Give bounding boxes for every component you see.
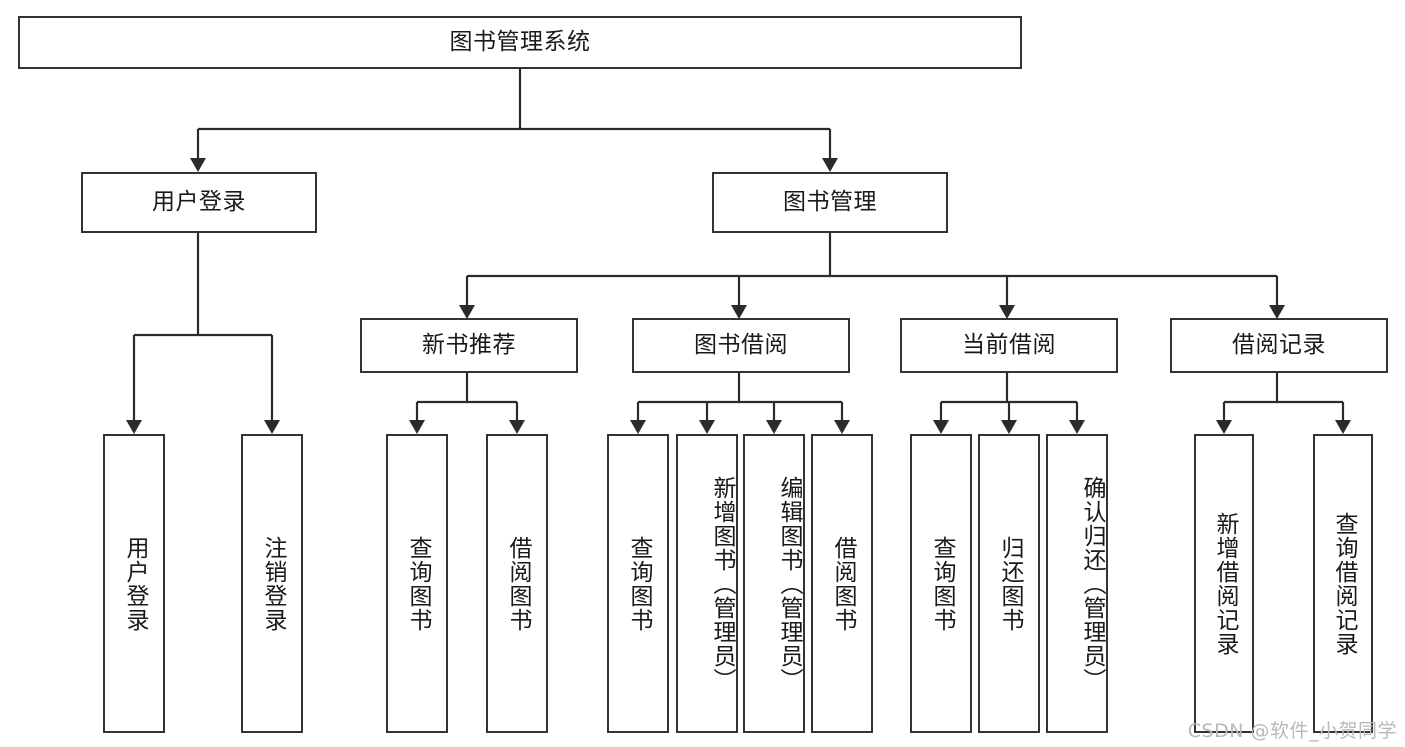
arrow-current-borrow-leaf-1: [1001, 420, 1017, 434]
node-leaf-query-borrow-record-label: 查询借阅记录: [1330, 511, 1357, 656]
arrow-new-book-leaf-1: [509, 420, 525, 434]
arrow-user-login-leaf-1: [264, 420, 280, 434]
node-user-login-label: 用户登录: [152, 189, 246, 216]
node-leaf-query-borrow-record[interactable]: 查询借阅记录: [1313, 434, 1373, 733]
node-leaf-query-book-3[interactable]: 查询图书: [910, 434, 972, 733]
node-root-label: 图书管理系统: [449, 29, 591, 56]
arrow-user-login-leaf-0: [126, 420, 142, 434]
arrow-root-to-user-login: [190, 158, 206, 172]
node-leaf-logout-login[interactable]: 注销登录: [241, 434, 303, 733]
arrow-book-manage-to-l3-3: [1269, 305, 1285, 319]
node-leaf-add-book-admin-label: 新增图书（管理员）: [709, 475, 735, 692]
node-leaf-query-book-1[interactable]: 查询图书: [386, 434, 448, 733]
node-leaf-borrow-book-1-label: 借阅图书: [504, 535, 531, 632]
node-leaf-return-book-label: 归还图书: [996, 535, 1023, 632]
node-current-borrow[interactable]: 当前借阅: [900, 318, 1118, 373]
node-borrow-record[interactable]: 借阅记录: [1170, 318, 1388, 373]
arrow-book-borrow-leaf-1: [699, 420, 715, 434]
node-leaf-query-book-3-label: 查询图书: [928, 535, 955, 632]
node-leaf-user-login[interactable]: 用户登录: [103, 434, 165, 733]
node-book-manage-label: 图书管理: [783, 189, 877, 216]
node-leaf-edit-book-admin-label: 编辑图书（管理员）: [776, 475, 802, 692]
arrow-borrow-record-leaf-1: [1335, 420, 1351, 434]
arrow-book-borrow-leaf-2: [766, 420, 782, 434]
arrow-book-borrow-leaf-3: [834, 420, 850, 434]
node-leaf-confirm-return-admin[interactable]: 确认归还（管理员）: [1046, 434, 1108, 733]
node-new-book-recommend[interactable]: 新书推荐: [360, 318, 578, 373]
node-leaf-add-book-admin[interactable]: 新增图书（管理员）: [676, 434, 738, 733]
node-book-borrow[interactable]: 图书借阅: [632, 318, 850, 373]
node-leaf-borrow-book-1[interactable]: 借阅图书: [486, 434, 548, 733]
node-new-book-recommend-label: 新书推荐: [422, 332, 516, 359]
node-book-borrow-label: 图书借阅: [694, 332, 788, 359]
node-user-login[interactable]: 用户登录: [81, 172, 317, 233]
node-current-borrow-label: 当前借阅: [962, 332, 1056, 359]
node-leaf-edit-book-admin[interactable]: 编辑图书（管理员）: [743, 434, 805, 733]
node-leaf-query-book-1-label: 查询图书: [404, 535, 431, 632]
node-borrow-record-label: 借阅记录: [1232, 332, 1326, 359]
node-leaf-query-book-2[interactable]: 查询图书: [607, 434, 669, 733]
node-book-manage[interactable]: 图书管理: [712, 172, 948, 233]
node-leaf-add-borrow-record[interactable]: 新增借阅记录: [1194, 434, 1254, 733]
arrow-root-to-book-manage: [822, 158, 838, 172]
node-leaf-return-book[interactable]: 归还图书: [978, 434, 1040, 733]
node-leaf-logout-login-label: 注销登录: [259, 535, 286, 632]
arrow-book-manage-to-l3-1: [731, 305, 747, 319]
arrow-current-borrow-leaf-0: [933, 420, 949, 434]
node-leaf-add-borrow-record-label: 新增借阅记录: [1211, 511, 1238, 656]
arrow-current-borrow-leaf-2: [1069, 420, 1085, 434]
arrow-book-manage-to-l3-0: [459, 305, 475, 319]
node-leaf-borrow-book-2[interactable]: 借阅图书: [811, 434, 873, 733]
arrow-new-book-leaf-0: [409, 420, 425, 434]
arrow-book-manage-to-l3-2: [999, 305, 1015, 319]
node-root[interactable]: 图书管理系统: [18, 16, 1022, 69]
node-leaf-user-login-label: 用户登录: [121, 535, 148, 632]
arrow-borrow-record-leaf-0: [1216, 420, 1232, 434]
node-leaf-confirm-return-admin-label: 确认归还（管理员）: [1079, 475, 1105, 692]
node-leaf-borrow-book-2-label: 借阅图书: [829, 535, 856, 632]
arrow-book-borrow-leaf-0: [630, 420, 646, 434]
node-leaf-query-book-2-label: 查询图书: [625, 535, 652, 632]
csdn-watermark: CSDN @软件_小贺同学: [1187, 720, 1397, 742]
